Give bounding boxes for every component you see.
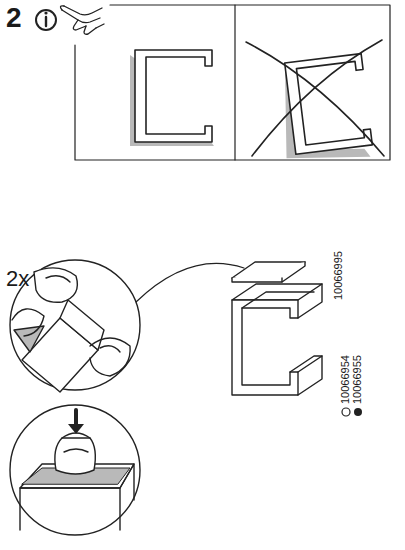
step-number: 2: [6, 4, 22, 32]
zoom-peel: [10, 260, 140, 392]
white-variant-symbol: [342, 408, 350, 416]
zoom-leader: [136, 263, 244, 302]
correct-bracket: [130, 50, 214, 146]
panel-frame: [75, 5, 390, 160]
part-number: 10066995: [333, 251, 344, 300]
hand-icon: [60, 6, 104, 34]
info-icon: [36, 10, 56, 30]
black-variant-symbol: [354, 408, 362, 416]
quantity-label: 2x: [6, 268, 29, 290]
zoom-press: [10, 405, 140, 535]
part-number: 10066955: [352, 355, 363, 404]
cross-mark: [246, 40, 384, 156]
part-number: 10066954: [340, 355, 351, 404]
bracket-3d: [232, 262, 322, 395]
